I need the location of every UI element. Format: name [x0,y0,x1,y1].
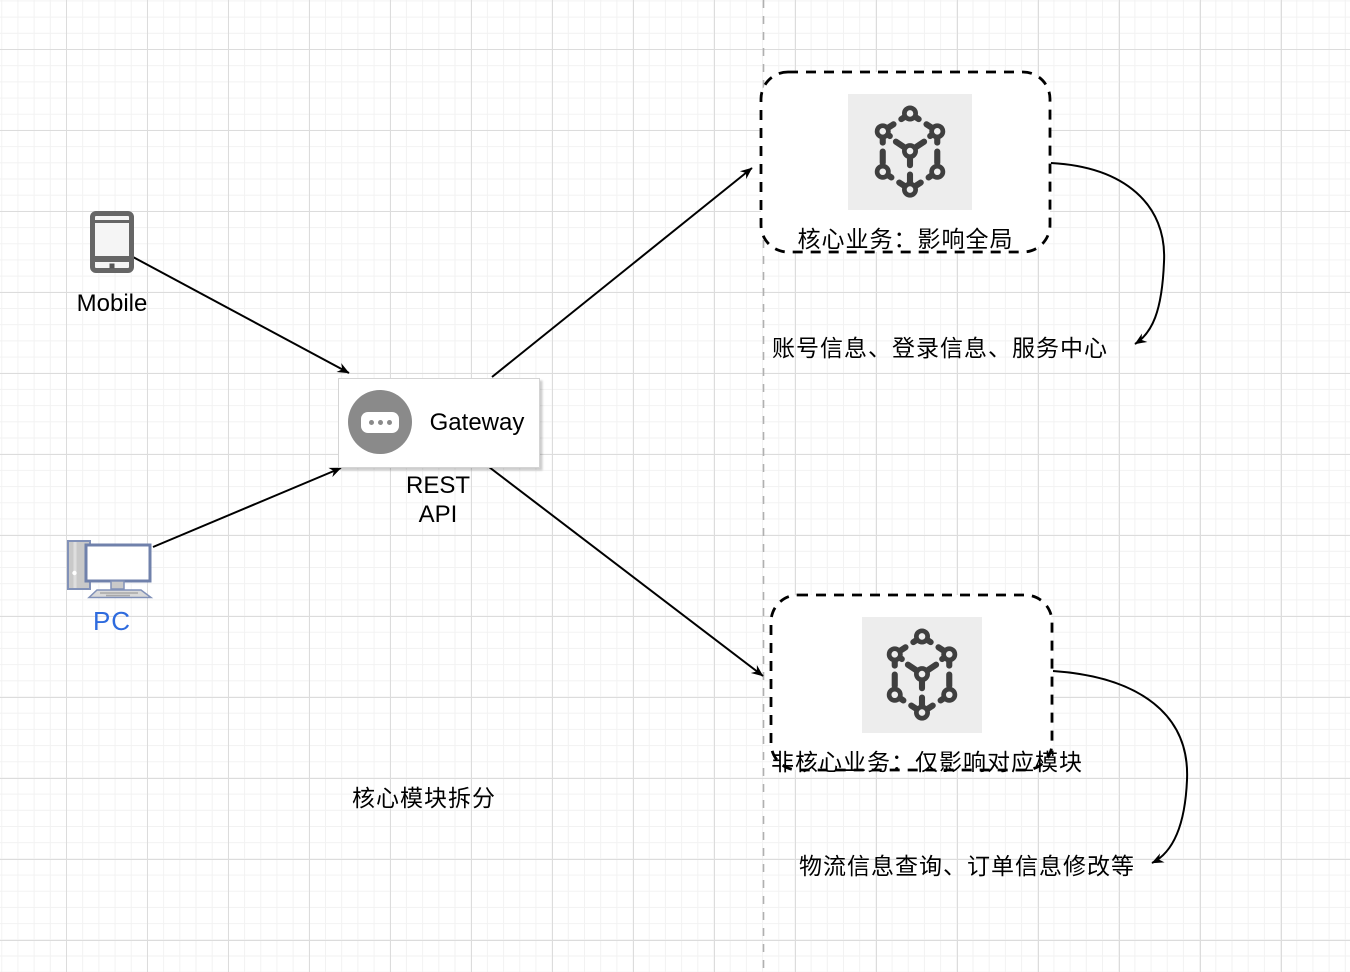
pc-label[interactable]: PC [92,606,132,636]
smartphone-icon [90,211,134,273]
mobile-node[interactable] [90,211,134,273]
rest-api-label[interactable]: REST API [405,472,470,528]
cube-wireframe-icon [848,94,972,210]
noncore-service-label: 非核心业务：仅影响对应模块 [771,749,1083,775]
edge-gateway-to-core[interactable] [491,167,753,378]
cube-wireframe-icon [862,617,982,733]
edge-noncore-to-detail[interactable] [1052,670,1189,864]
mobile-label[interactable]: Mobile [76,290,148,317]
gateway-label: Gateway [429,409,525,436]
noncore-detail-text[interactable]: 物流信息查询、订单信息修改等 [799,853,1135,879]
edge-core-to-detail[interactable] [1050,162,1166,345]
ellipsis-bubble-icon [348,390,412,454]
edge-gateway-to-noncore[interactable] [488,466,764,677]
desktop-computer-icon [67,540,154,599]
core-service-label: 核心业务：影响全局 [797,226,1014,252]
core-detail-text[interactable]: 账号信息、登录信息、服务中心 [772,335,1108,361]
pc-node[interactable] [64,533,154,599]
edge-pc-to-gateway[interactable] [152,467,342,548]
edge-mobile-to-gateway[interactable] [132,256,350,374]
gateway-node[interactable]: Gateway [338,378,540,468]
caption-text[interactable]: 核心模块拆分 [352,785,496,811]
